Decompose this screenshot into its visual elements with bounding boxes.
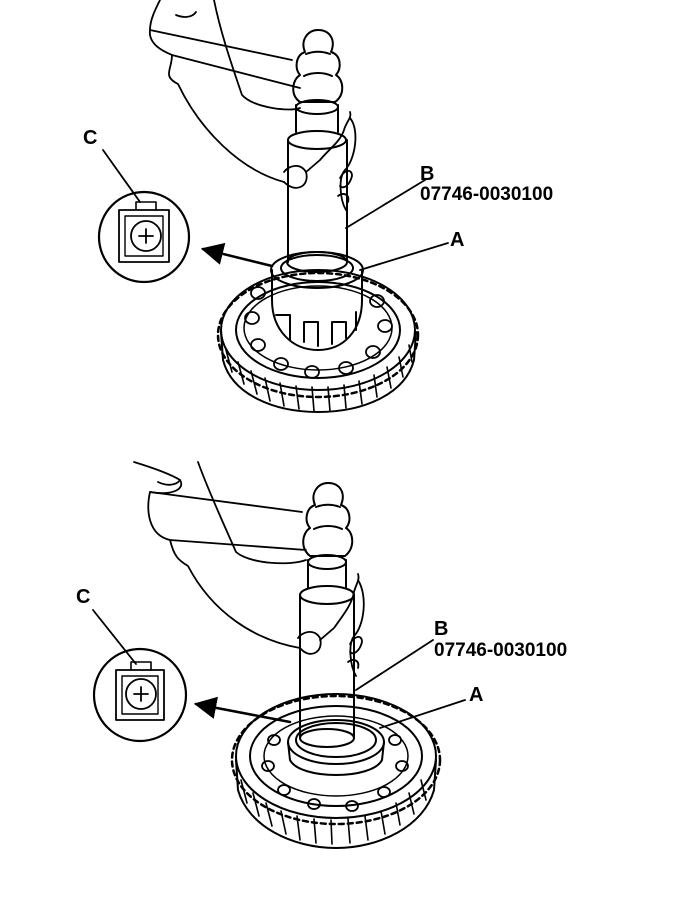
top-direction-arrow <box>200 242 274 268</box>
bottom-leaders <box>92 609 466 729</box>
top-tool-number: 07746-0030100 <box>420 184 554 205</box>
bottom-differential-gear <box>230 693 442 849</box>
bottom-tool-number: 07746-0030100 <box>434 640 568 661</box>
bottom-label-c: C <box>76 586 91 608</box>
bottom-label-b: B <box>434 618 449 640</box>
top-attachment-tool-b <box>286 29 348 273</box>
top-figure <box>97 0 449 413</box>
top-label-c: C <box>83 127 98 149</box>
top-leaders <box>102 149 449 271</box>
top-differential-case <box>270 251 364 351</box>
bottom-label-a: A <box>469 684 484 706</box>
bottom-direction-arrow <box>193 696 292 724</box>
top-differential-gear <box>216 269 420 413</box>
top-label-a: A <box>450 229 465 251</box>
bottom-attachment-tool-b <box>299 482 355 748</box>
top-detail-inset <box>97 190 191 284</box>
bottom-figure <box>92 461 466 849</box>
top-hand-illustration <box>149 0 357 211</box>
bottom-bearing <box>287 719 385 776</box>
bottom-detail-inset <box>92 647 188 743</box>
bottom-hand-illustration <box>133 461 365 677</box>
top-label-b: B <box>420 163 435 185</box>
